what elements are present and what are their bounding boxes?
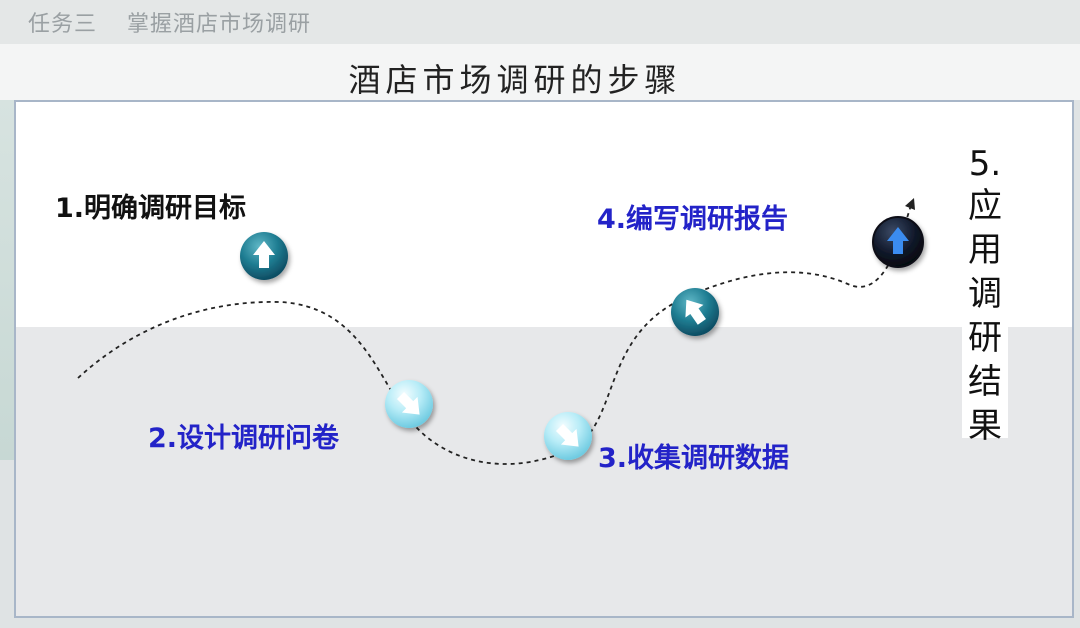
step-5-char: 果 bbox=[968, 406, 1002, 446]
step-5-char: 用 bbox=[968, 230, 1002, 270]
step-2-label: 2.设计调研问卷 bbox=[148, 423, 340, 454]
header-title: 任务三 掌握酒店市场调研 bbox=[28, 6, 311, 38]
step-5-up-arrow-icon bbox=[872, 216, 924, 268]
steps-panel bbox=[14, 100, 1074, 618]
step-1-up-arrow-icon bbox=[240, 232, 288, 280]
step-2-down-right-arrow-icon bbox=[385, 380, 433, 428]
step-5-label: 5. 应 用 调 研 结 果 bbox=[962, 140, 1008, 446]
header-topic: 掌握酒店市场调研 bbox=[127, 12, 312, 37]
left-decor-strip bbox=[0, 100, 16, 460]
title-band bbox=[0, 44, 1080, 100]
path-arrowhead bbox=[905, 198, 915, 210]
step-5-char: 结 bbox=[968, 362, 1002, 402]
step-1-label: 1.明确调研目标 bbox=[55, 193, 247, 224]
step-5-number: 5. bbox=[968, 144, 1002, 184]
step-3-down-right-arrow-icon bbox=[544, 412, 592, 460]
step-5-char: 研 bbox=[968, 318, 1002, 358]
step-4-up-left-arrow-icon bbox=[671, 288, 719, 336]
panel-top-area bbox=[16, 102, 1072, 327]
step-3-label: 3.收集调研数据 bbox=[598, 443, 790, 474]
page-title: 酒店市场调研的步骤 bbox=[348, 61, 682, 99]
step-5-char: 应 bbox=[968, 186, 1002, 226]
header-bar: 任务三 掌握酒店市场调研 bbox=[0, 0, 1080, 44]
step-4-label: 4.编写调研报告 bbox=[597, 204, 789, 235]
header-section: 任务三 bbox=[28, 12, 98, 37]
progress-path bbox=[77, 201, 913, 465]
step-5-char: 调 bbox=[968, 274, 1002, 314]
